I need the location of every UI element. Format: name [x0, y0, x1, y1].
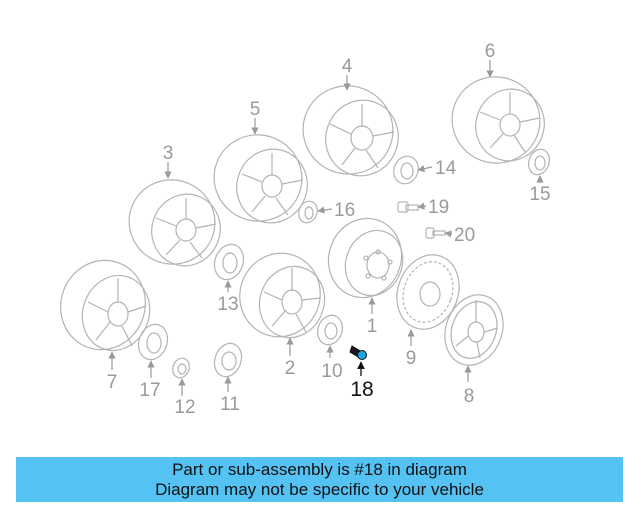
callout-19: 19 [428, 197, 449, 218]
banner-line-disclaimer: Diagram may not be specific to your vehi… [155, 480, 484, 499]
wheel-1 [327, 217, 404, 299]
callout-11: 11 [220, 394, 240, 415]
center-cap-10 [317, 314, 343, 346]
callout-8: 8 [464, 386, 475, 407]
wheel-4 [302, 85, 399, 177]
callout-14: 14 [435, 158, 457, 179]
bolt-18-highlighted [349, 345, 367, 360]
center-cap-15 [528, 148, 550, 176]
callout-10: 10 [321, 361, 342, 382]
wheel-7 [60, 259, 151, 352]
callout-9: 9 [406, 348, 417, 369]
lug-bolt-20 [425, 227, 446, 239]
wheel-3 [128, 179, 221, 267]
callout-2: 2 [285, 358, 296, 379]
center-cap-12 [172, 357, 190, 379]
callout-1: 1 [367, 316, 378, 337]
part-info-banner: Part or sub-assembly is #18 in diagram D… [16, 457, 623, 502]
callout-4: 4 [342, 56, 353, 77]
center-cap-17 [137, 323, 169, 361]
callout-18-highlighted: 18 [350, 378, 373, 401]
center-cap-11 [213, 342, 243, 378]
center-cap-14 [393, 155, 419, 185]
callout-20: 20 [454, 225, 475, 246]
callout-15: 15 [529, 184, 550, 205]
callout-12: 12 [174, 397, 195, 418]
wheel-6 [451, 76, 545, 164]
callout-16: 16 [334, 200, 355, 221]
center-cap-16 [298, 200, 318, 224]
center-cap-13 [213, 243, 245, 281]
callout-3: 3 [163, 143, 174, 164]
callout-6: 6 [485, 41, 496, 62]
callout-13: 13 [217, 294, 238, 315]
wheel-parts-diagram: 4 6 5 3 1 2 7 9 8 14 15 16 13 10 17 11 1… [60, 41, 551, 418]
banner-line-part-number: Part or sub-assembly is #18 in diagram [172, 460, 467, 479]
wheel-5 [213, 134, 308, 224]
callout-5: 5 [250, 99, 261, 120]
callout-7: 7 [107, 372, 118, 393]
hubcap-8 [444, 294, 504, 366]
lug-bolt-19 [397, 201, 419, 213]
callout-17: 17 [139, 380, 160, 401]
wheel-2 [239, 252, 326, 339]
hubcap-9 [396, 254, 460, 330]
